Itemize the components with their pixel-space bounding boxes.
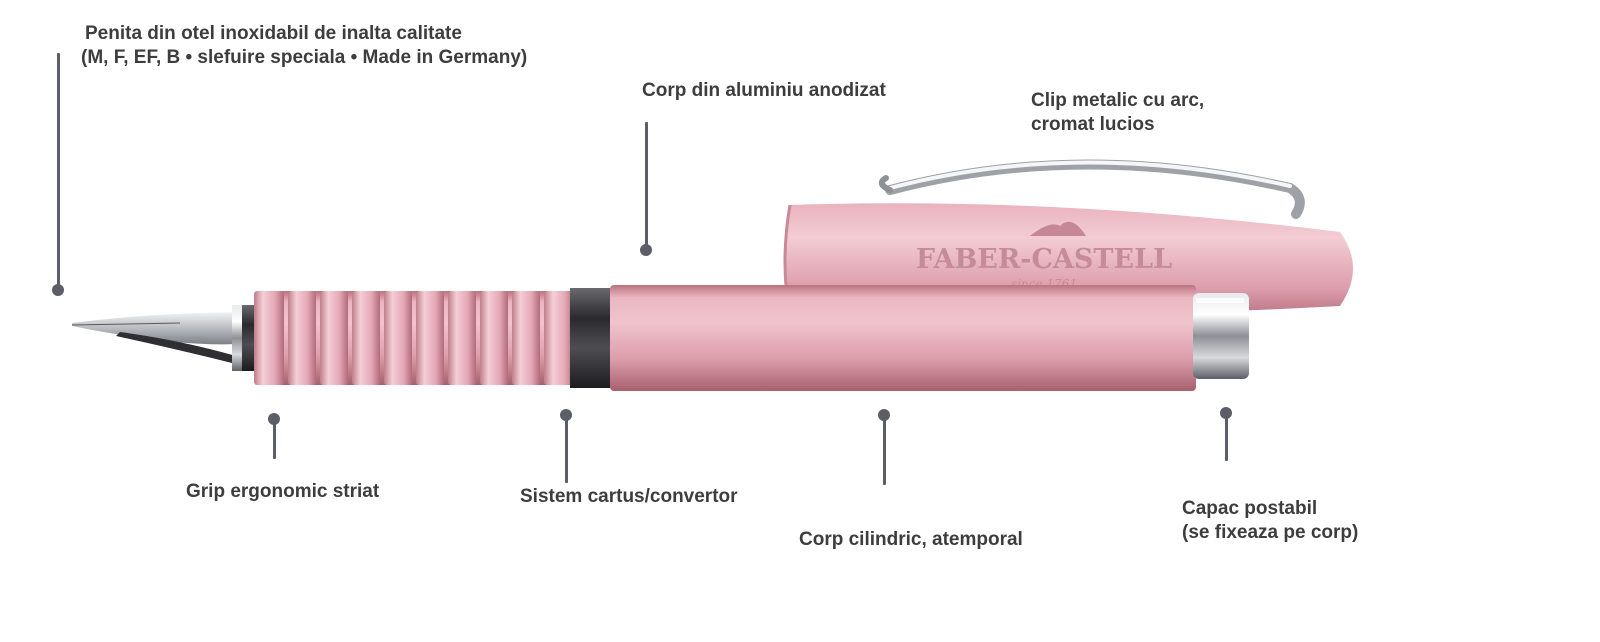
body-material-callout: Corp din aluminiu anodizat [642, 79, 886, 103]
clip [878, 159, 1305, 219]
grip-leader-line [273, 419, 276, 459]
barrel-leader-line [883, 415, 886, 485]
nib-leader-line [57, 53, 60, 285]
cartridge-callout: Sistem cartus/convertor [520, 485, 738, 509]
cartridge-leader-line [565, 415, 568, 483]
nib-callout-detail: (M, F, EF, B • slefuire speciala • Made … [81, 46, 527, 70]
clip-callout-line2: cromat lucios [1031, 114, 1155, 135]
cap-leader-line [1225, 413, 1228, 461]
end-cap [1193, 293, 1249, 379]
body-material-callout-line1: Corp din aluminiu anodizat [642, 80, 886, 101]
nib-leader-dot [52, 284, 64, 296]
brand-name: FABER-CASTELL [916, 244, 1172, 275]
cap-callout-line1: Capac postabil [1182, 498, 1318, 519]
nib-callout-line2: (M, F, EF, B • slefuire speciala • Made … [81, 47, 528, 68]
body-material-leader-dot [640, 244, 652, 256]
grip-callout-line1: Grip ergonomic striat [186, 481, 380, 502]
cartridge-callout-line1: Sistem cartus/convertor [520, 486, 738, 507]
clip-callout: Clip metalic cu arc, cromat lucios [1031, 89, 1204, 137]
grip-section [254, 291, 574, 385]
body-material-leader-line [645, 122, 648, 247]
nib-callout: Penita din otel inoxidabil de inalta cal… [85, 22, 462, 46]
barrel-callout-line1: Corp cilindric, atemporal [799, 529, 1023, 550]
cap-callout: Capac postabil (se fixeaza pe corp) [1182, 497, 1358, 545]
barrel-callout: Corp cilindric, atemporal [799, 528, 1023, 552]
grip-callout: Grip ergonomic striat [186, 480, 379, 504]
barrel [610, 285, 1196, 391]
nib [71, 312, 238, 364]
cartridge-ring [570, 288, 612, 388]
clip-callout-line1: Clip metalic cu arc, [1031, 90, 1205, 111]
cap-callout-line2: (se fixeaza pe corp) [1182, 522, 1359, 543]
nib-callout-line1: Penita din otel inoxidabil de inalta cal… [85, 23, 462, 44]
